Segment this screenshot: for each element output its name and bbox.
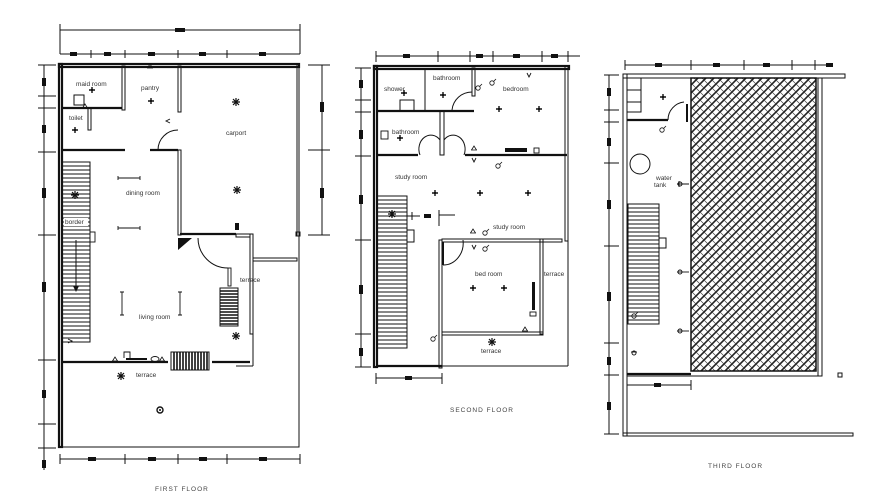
second-floor-top-dimensions bbox=[375, 51, 580, 62]
label-bed-room: bed room bbox=[475, 271, 502, 278]
label-terrace-side: terrace bbox=[544, 271, 565, 278]
first-floor-right-dimensions bbox=[308, 64, 330, 236]
label-study-room-right: study room bbox=[493, 224, 525, 231]
label-bedroom: bedroom bbox=[503, 86, 529, 93]
label-pantry: pantry bbox=[141, 85, 160, 92]
third-floor-plan: water tank THIRD FLOOR bbox=[604, 60, 854, 470]
first-floor-staircase bbox=[61, 161, 91, 343]
label-tank: tank bbox=[654, 182, 667, 189]
label-terrace-side: terrace bbox=[240, 277, 261, 284]
label-living-room: living room bbox=[139, 314, 170, 321]
label-water: water bbox=[655, 175, 673, 182]
third-floor-top-dimensions bbox=[624, 60, 833, 70]
first-floor-bottom-dimensions bbox=[59, 454, 301, 464]
roof-hatched-area bbox=[690, 77, 817, 372]
third-floor-left-dimensions bbox=[604, 74, 619, 435]
first-floor-left-dimensions bbox=[38, 64, 56, 470]
third-floor-title: THIRD FLOOR bbox=[708, 463, 763, 470]
label-shower: shower bbox=[384, 86, 406, 93]
label-carport: carport bbox=[226, 130, 246, 137]
label-dining-room: dining room bbox=[126, 190, 160, 197]
second-floor-plan: shower bathroom bedroom bathroom study r… bbox=[355, 51, 580, 414]
second-floor-title: SECOND FLOOR bbox=[450, 407, 514, 414]
third-floor-staircase bbox=[627, 203, 667, 325]
second-floor-left-dimensions bbox=[355, 67, 371, 368]
first-floor-title: FIRST FLOOR bbox=[155, 486, 209, 493]
label-bathroom-lower: bathroom bbox=[392, 129, 419, 136]
label-terrace-front: terrace bbox=[136, 372, 157, 379]
label-terrace-bottom: terrace bbox=[481, 348, 502, 355]
label-border: border bbox=[65, 219, 85, 226]
first-floor-top-dimensions bbox=[59, 24, 301, 58]
label-maid-room: maid room bbox=[76, 81, 107, 88]
label-bathroom-upper: bathroom bbox=[433, 75, 460, 82]
first-floor-plan: maid room pantry toilet carport dining r… bbox=[38, 24, 330, 493]
label-study-room: study room bbox=[395, 174, 427, 181]
second-floor-staircase bbox=[376, 195, 415, 349]
label-toilet: toilet bbox=[69, 115, 83, 122]
first-floor-spiral-stair bbox=[170, 287, 239, 371]
